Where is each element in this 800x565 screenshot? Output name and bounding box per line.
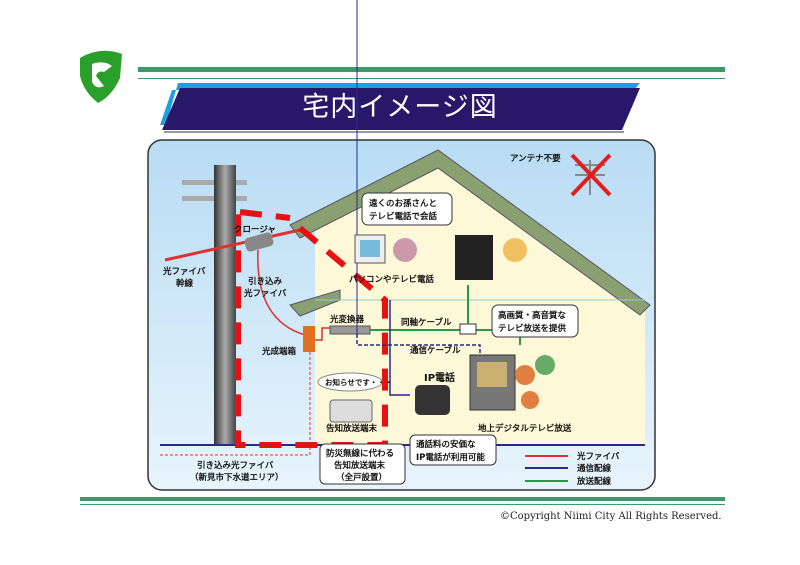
bubble-hq-tv-line1: 高画質・高音質な xyxy=(498,310,567,321)
label-notice-speech: お知らせです・・・ xyxy=(325,377,392,387)
pc-screen xyxy=(360,240,380,257)
grandparents-figure xyxy=(393,238,417,262)
bubble-terminal xyxy=(319,443,406,485)
banner-edge xyxy=(160,83,640,125)
speaker-tv xyxy=(455,235,493,280)
bubble-ip-phone xyxy=(409,434,497,466)
label-drop-fiber-1: 引き込み xyxy=(248,276,283,287)
bubble-terminal-line3: （全戸設置） xyxy=(336,472,387,483)
label-termination-box: 光成端箱 xyxy=(261,346,297,357)
drop-fiber-line xyxy=(257,249,306,336)
label-digital-tv: 地上デジタルテレビ放送 xyxy=(478,423,572,434)
utility-pole xyxy=(214,165,236,445)
bubble-hq-tv xyxy=(491,304,579,338)
legend-label-comm: 通信配線 xyxy=(577,463,612,474)
title-banner xyxy=(162,88,640,130)
label-pc-tv-phone: パソコンやテレビ電話 xyxy=(349,274,435,285)
label-comm-cable: 通信ケーブル xyxy=(410,345,461,356)
label-drop-fiber-area-1: 引き込み光ファイバ xyxy=(197,460,274,471)
ip-phone-line xyxy=(389,300,410,396)
bubble-terminal-line1: 防災無線に代わる xyxy=(326,448,394,459)
bubble-videocall xyxy=(361,192,453,226)
fans-figure xyxy=(503,238,527,262)
notice-terminal-device xyxy=(329,399,373,423)
label-fiber-trunk-1: 光ファイバ xyxy=(162,266,206,277)
bubble-ip-phone-line2: IP電話が利用可能 xyxy=(416,452,485,463)
label-ip-phone: IP電話 xyxy=(424,371,455,384)
copyright-notice: ©Copyright Niimi City All Rights Reserve… xyxy=(500,511,722,522)
fiber-indoor xyxy=(315,327,330,341)
comm-cable-line xyxy=(356,334,481,360)
tv-screen xyxy=(477,362,507,387)
footer-rule-thick xyxy=(80,497,725,501)
bubble-hq-tv-line2: テレビ放送を提供 xyxy=(498,323,567,334)
home-network-illustration: アンテナ不要 遠くのお孫さんと テレビ電話で会話 クロージャ 光ファイバ 幹線 … xyxy=(147,0,656,491)
city-logo xyxy=(80,50,122,103)
banner-shadow xyxy=(164,131,624,133)
bubble-videocall-line2: テレビ電話で会話 xyxy=(369,211,438,222)
house-roof xyxy=(289,149,651,316)
splitter xyxy=(459,323,477,335)
label-coax-cable: 同軸ケーブル xyxy=(401,317,452,328)
bubble-videocall-line1: 遠くのお孫さんと xyxy=(369,198,437,209)
label-notice-terminal: 告知放送端末 xyxy=(326,423,378,434)
closure-box xyxy=(244,232,274,252)
header-rule-thick xyxy=(138,67,725,72)
legend-label-broadcast: 放送配線 xyxy=(576,476,612,487)
label-fiber-trunk-2: 幹線 xyxy=(176,278,194,289)
optical-converter xyxy=(329,325,371,335)
footer-rule-thin xyxy=(80,504,725,505)
family-figure xyxy=(515,365,535,385)
header-graphics xyxy=(80,50,725,133)
header-rule-thin xyxy=(138,78,725,79)
fiber-trunk-line xyxy=(164,228,301,262)
termination-box xyxy=(303,326,315,352)
ip-phone-device xyxy=(415,385,450,415)
label-antenna-unneeded: アンテナ不要 xyxy=(510,153,561,164)
speech-balloon xyxy=(317,372,383,392)
family-figure xyxy=(535,355,555,375)
label-closure: クロージャ xyxy=(234,224,276,235)
family-figure xyxy=(521,391,539,409)
label-optical-converter: 光変換器 xyxy=(329,314,365,325)
antenna-crossed-icon xyxy=(570,153,612,197)
label-drop-fiber-area-2: （新見市下水道エリア） xyxy=(190,472,284,483)
house-wall xyxy=(315,160,645,445)
bubble-ip-phone-line1: 通話料の安価な xyxy=(416,439,476,450)
bubble-terminal-line2: 告知放送端末 xyxy=(334,460,386,471)
page-title: 宅内イメージ図 xyxy=(302,92,498,123)
label-drop-fiber-2: 光ファイバ xyxy=(243,288,287,299)
legend-label-fiber: 光ファイバ xyxy=(576,451,620,462)
